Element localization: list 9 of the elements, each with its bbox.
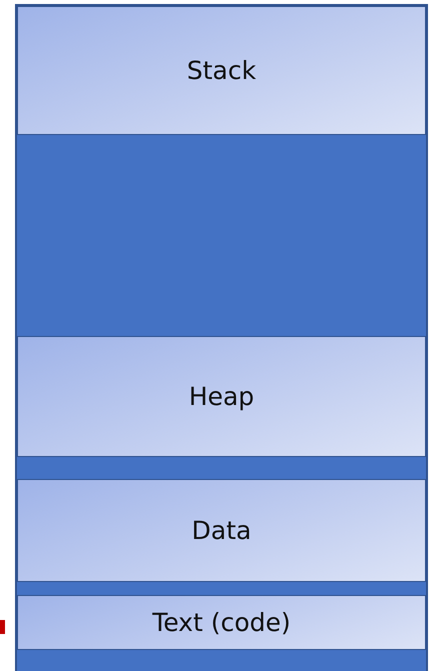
segment-label: Text (code)	[152, 608, 291, 637]
segment-label: Heap	[188, 382, 254, 411]
memory-segment	[17, 479, 426, 582]
memory-block	[15, 4, 428, 671]
memory-segment	[17, 6, 426, 135]
memory-segment	[17, 595, 426, 650]
segment-label: Stack	[186, 56, 256, 85]
memory-segment	[17, 336, 426, 457]
segment-label: Data	[192, 516, 252, 545]
